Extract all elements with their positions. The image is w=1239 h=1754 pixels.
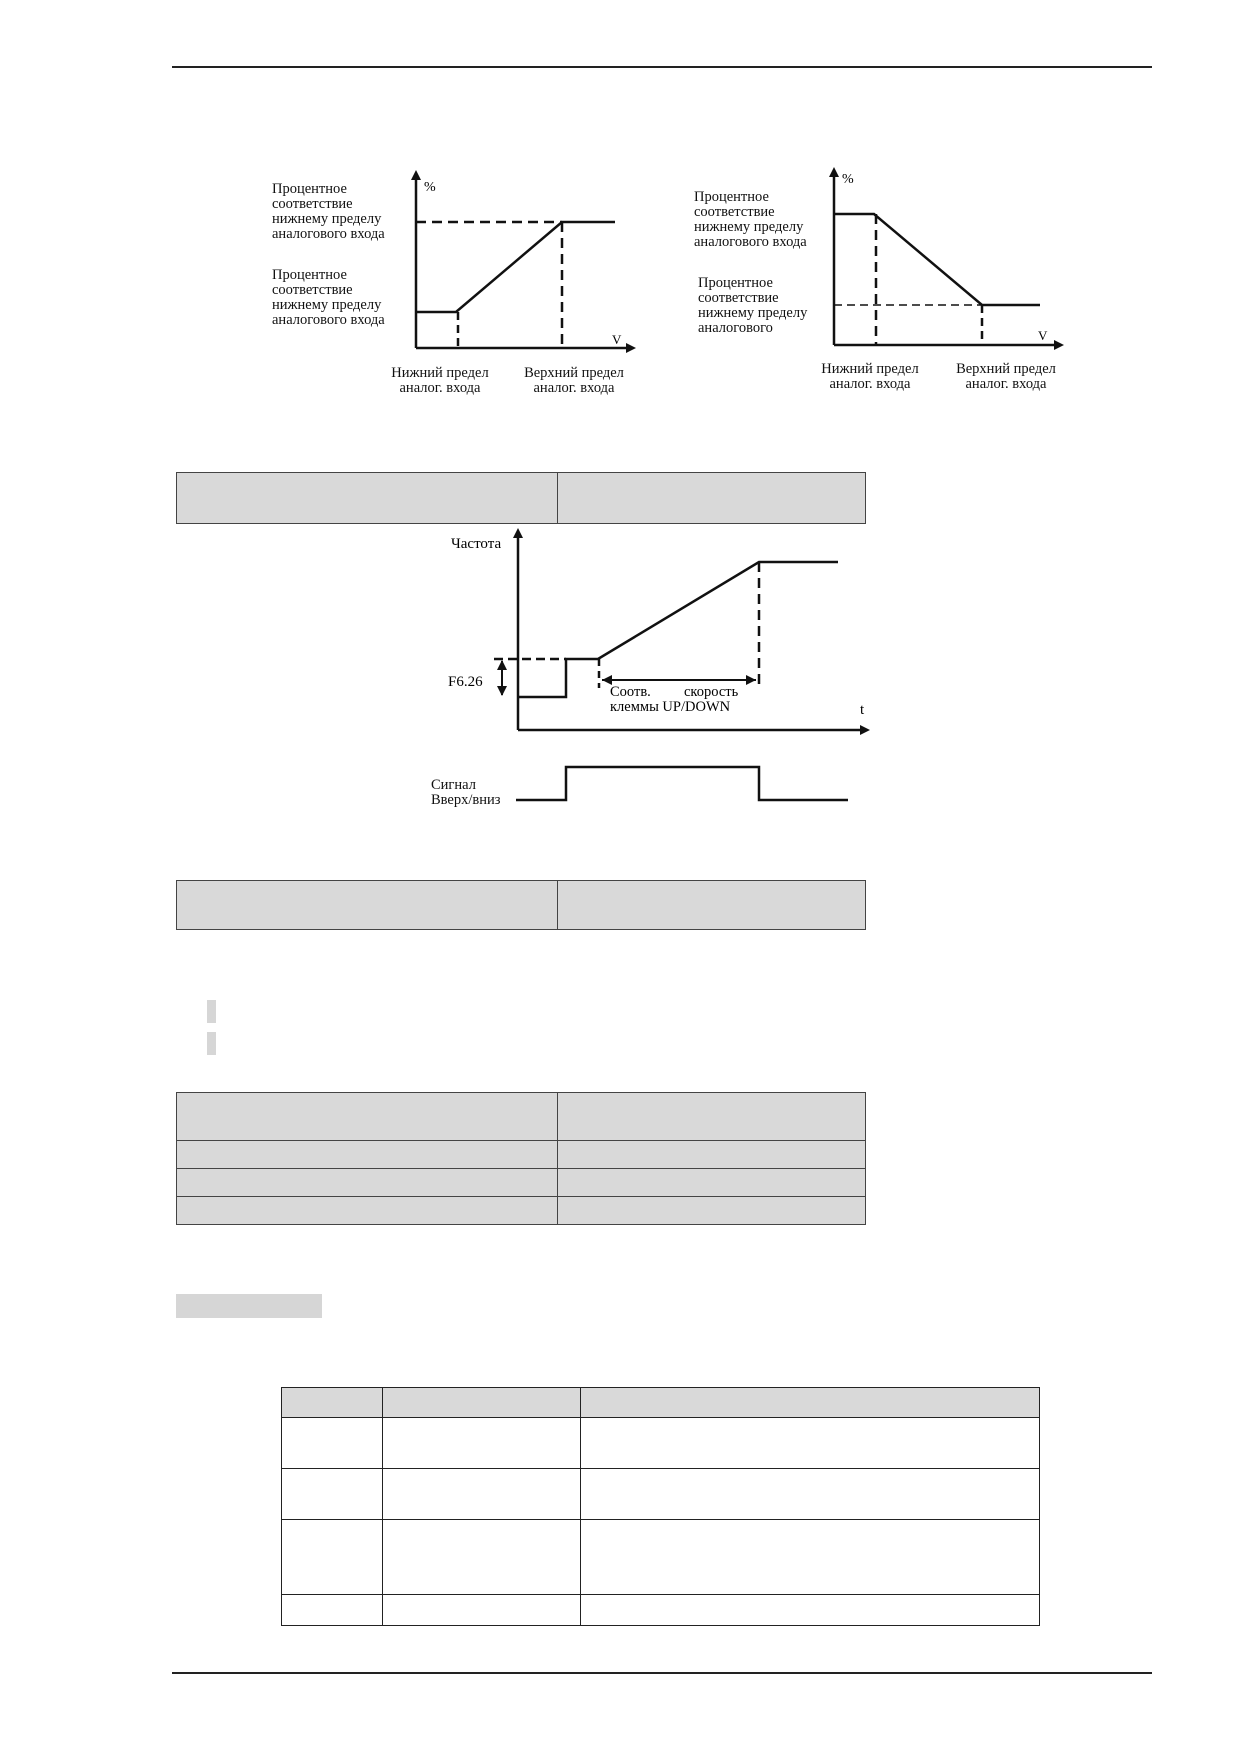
table-row: [281, 1594, 1040, 1626]
table-cell: [176, 880, 558, 930]
table-row: [176, 1140, 866, 1169]
footer-rule: [172, 1672, 1152, 1674]
table-cell: [557, 1140, 866, 1169]
table-cell: [382, 1417, 581, 1469]
signal-label: Сигнал Вверх/вниз: [431, 778, 501, 808]
y-axis-arrow: [411, 170, 421, 180]
table-cell: [580, 1417, 1040, 1469]
table-cell: [176, 1140, 558, 1169]
table-header-cell: [580, 1387, 1040, 1418]
table-cell: [580, 1468, 1040, 1520]
y-axis-label: Частота: [451, 536, 501, 552]
table-row: [281, 1417, 1040, 1469]
right-x-high-label: Верхний предел аналог. входа: [956, 361, 1056, 392]
f626-arrow-down: [497, 686, 507, 696]
left-x-high-label: Верхний предел аналог. входа: [524, 365, 624, 396]
right-x-low-label: Нижний предел аналог. входа: [821, 361, 919, 392]
x-axis-label: t: [860, 702, 865, 718]
table-cell: [580, 1594, 1040, 1626]
table-header-row: [281, 1387, 1040, 1418]
signal-pulse: [516, 765, 848, 802]
table-cell: [176, 472, 558, 524]
parameter-table-3: [176, 1092, 866, 1225]
left-x-low-label: Нижний предел аналог. входа: [391, 365, 489, 396]
x-axis-arrow: [626, 343, 636, 353]
left-upper-label: Процентное соответствие нижнему пределу …: [272, 181, 385, 242]
y-axis-arrow: [513, 528, 523, 538]
bullet-marker: [207, 1000, 216, 1023]
parameter-table-1: [176, 472, 866, 524]
table-header-cell: [281, 1387, 383, 1418]
rate-arrow-right: [746, 675, 756, 685]
table-row: [281, 1519, 1040, 1595]
table-cell: [382, 1519, 581, 1595]
curve-line: [416, 220, 615, 314]
parameter-table-2: [176, 880, 866, 930]
table-cell: [580, 1519, 1040, 1595]
right-lower-label: Процентное соответствие нижнему пределу …: [698, 275, 808, 336]
table-cell: [557, 1196, 866, 1225]
header-rule: [172, 66, 1152, 68]
table-row: [281, 1468, 1040, 1520]
f626-arrow-up: [497, 660, 507, 670]
left-lower-label: Процентное соответствие нижнему пределу …: [272, 267, 385, 328]
y-unit: %: [424, 180, 436, 195]
y-unit: %: [842, 172, 854, 187]
x-axis-arrow: [1054, 340, 1064, 350]
analog-graph-right-plot: % V: [829, 167, 1064, 350]
table-cell: [557, 472, 866, 524]
bullet-marker: [207, 1032, 216, 1055]
right-upper-label: Процентное соответствие нижнему пределу …: [694, 189, 807, 250]
table-row: [176, 472, 866, 524]
table-cell: [281, 1594, 383, 1626]
frequency-curve: [518, 560, 838, 699]
y-axis-arrow: [829, 167, 839, 177]
table-cell: [281, 1519, 383, 1595]
table-cell: [176, 1196, 558, 1225]
table-cell: [557, 880, 866, 930]
rate-arrow-left: [602, 675, 612, 685]
table-cell: [176, 1092, 558, 1141]
x-unit: V: [1038, 328, 1048, 343]
table-row: [176, 1092, 866, 1141]
table-cell: [382, 1468, 581, 1520]
rate-label-3: клеммы UP/DOWN: [610, 699, 731, 715]
table-row: [176, 880, 866, 930]
table-cell: [557, 1168, 866, 1197]
rate-label-1: Соотв.: [610, 684, 651, 700]
param-label: F6.26: [448, 674, 483, 690]
x-axis-arrow: [860, 725, 870, 735]
curve-line: [834, 212, 1040, 307]
table-cell: [176, 1168, 558, 1197]
table-cell: [382, 1594, 581, 1626]
table-header-cell: [382, 1387, 581, 1418]
x-unit: V: [612, 332, 622, 347]
analog-graph-left-plot: % V: [411, 170, 636, 353]
table-cell: [281, 1468, 383, 1520]
function-table: [281, 1387, 1040, 1626]
rate-label-2: скорость: [684, 684, 739, 700]
table-cell: [557, 1092, 866, 1141]
table-row: [176, 1168, 866, 1197]
table-row: [176, 1196, 866, 1225]
section-heading-highlight: [176, 1294, 322, 1318]
updown-graph-plot: Частота t F6.26 Соотв. скорость клеммы U…: [448, 528, 870, 802]
table-cell: [281, 1417, 383, 1469]
